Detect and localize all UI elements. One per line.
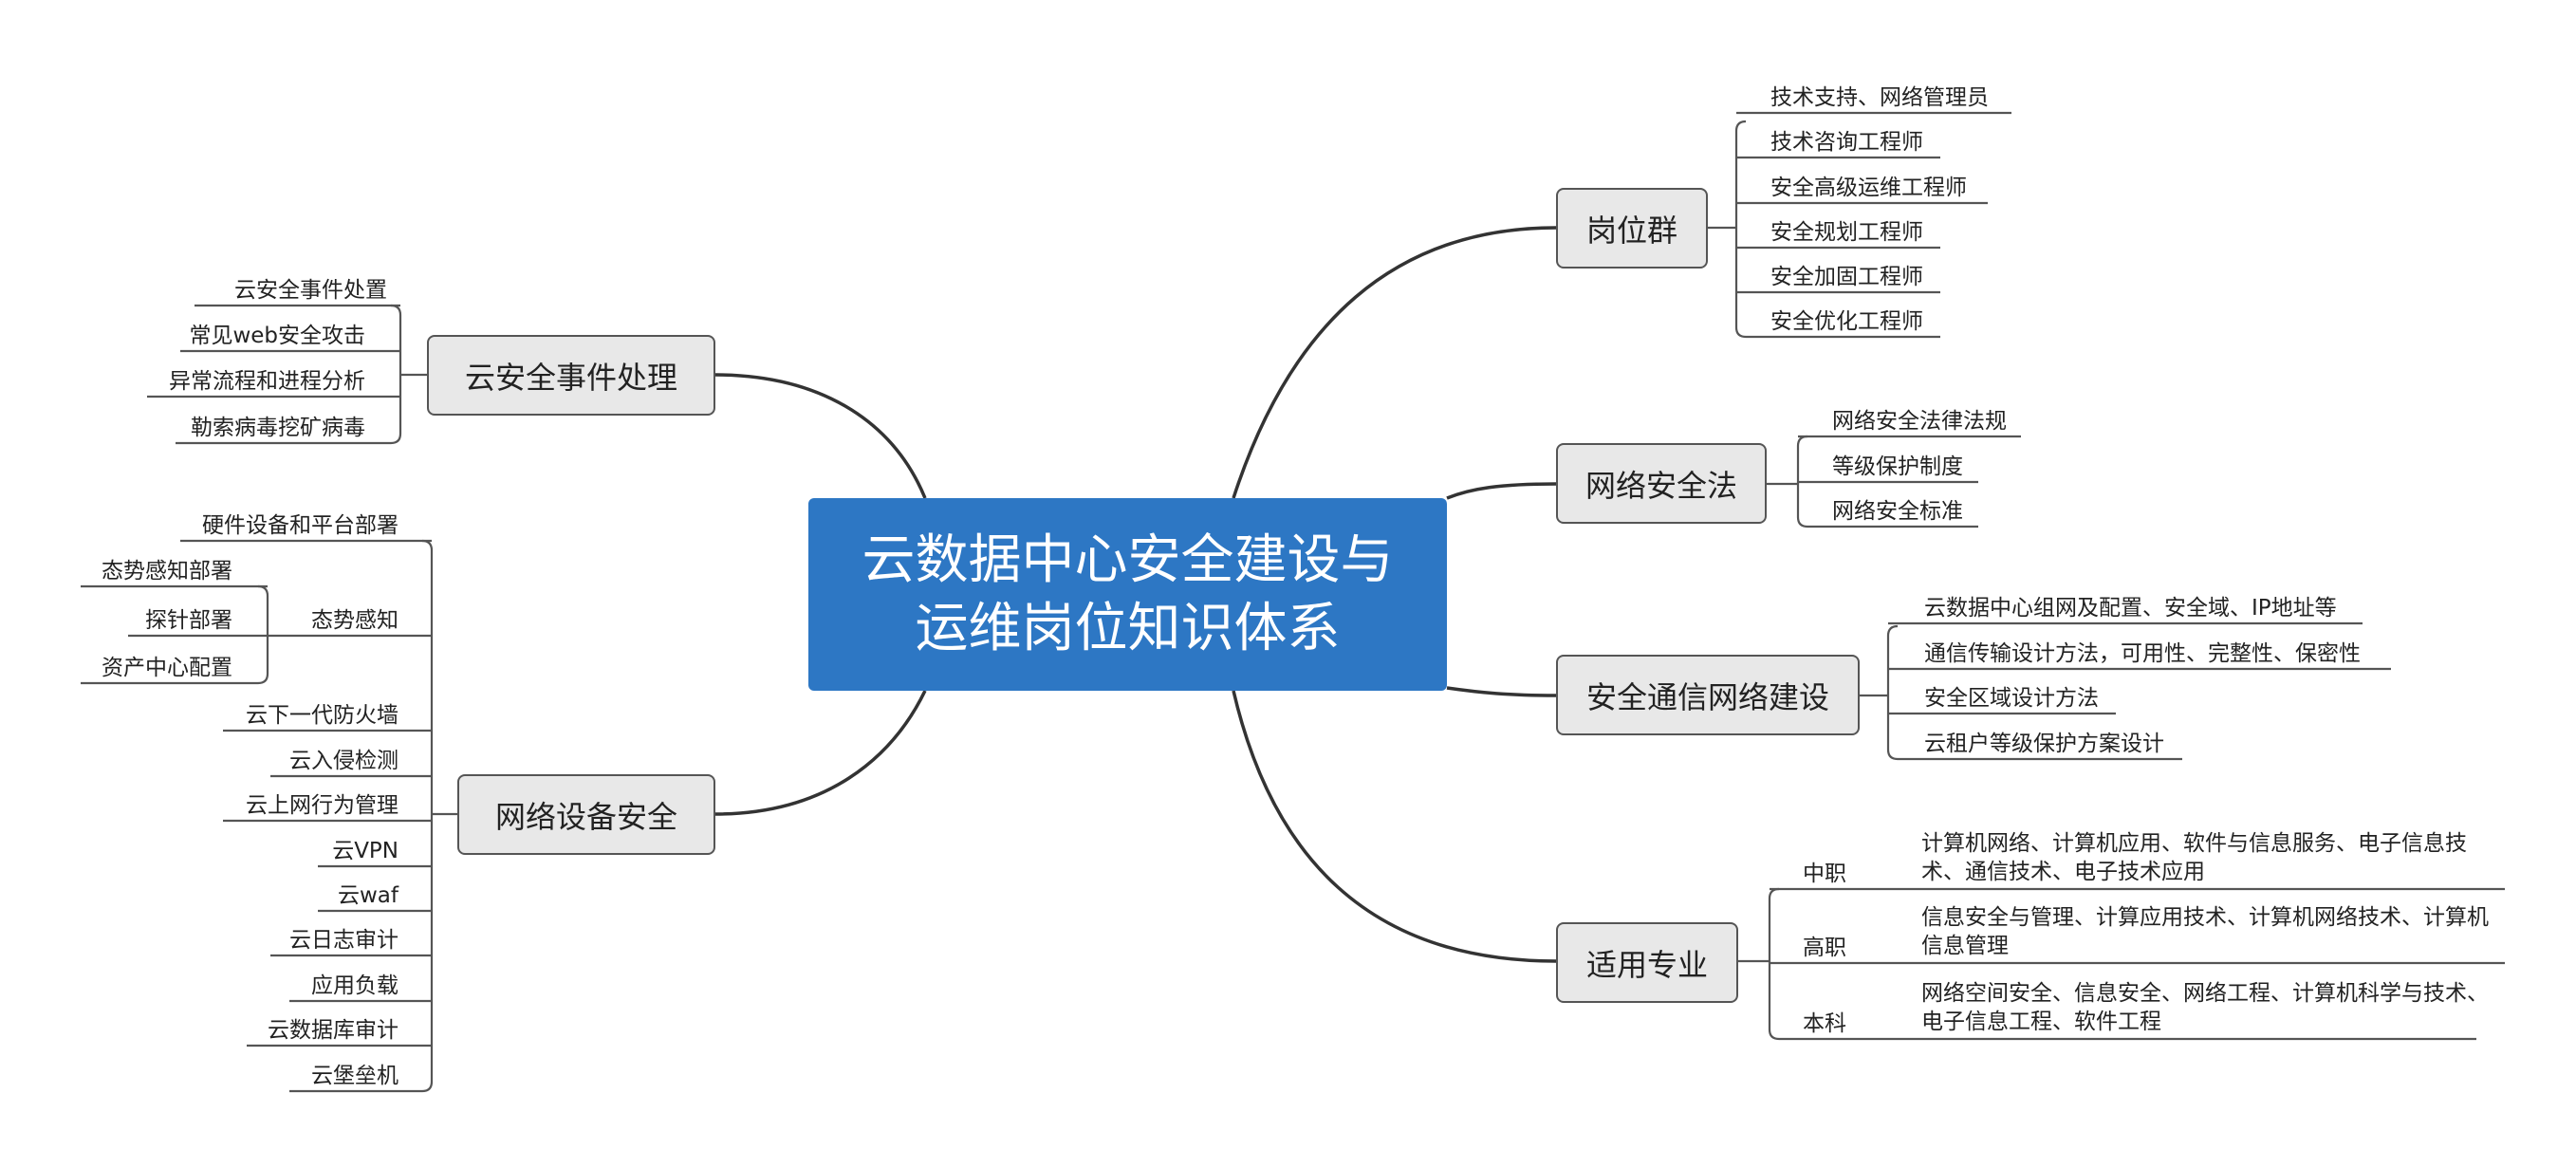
shebei-item[interactable]: 云数据库审计: [268, 1018, 398, 1043]
shebei-item[interactable]: 云waf: [337, 883, 398, 908]
gangwei-item[interactable]: 技术支持、网络管理员: [1770, 85, 1989, 110]
fa-item[interactable]: 等级保护制度: [1832, 454, 1963, 479]
connector-fa: [1446, 482, 1557, 500]
zhuanye-majors[interactable]: 信息安全与管理、计算应用技术、计算机网络技术、计算机信息管理: [1921, 905, 2489, 958]
shebei-item[interactable]: 云日志审计: [289, 928, 398, 953]
shebei-item[interactable]: 云堡垒机: [311, 1064, 398, 1088]
tongxin-item[interactable]: 云租户等级保护方案设计: [1924, 732, 2164, 756]
shebei-item[interactable]: 云上网行为管理: [246, 793, 398, 818]
connector-shijian: [714, 373, 927, 499]
connector-shebei: [714, 690, 927, 816]
root-topic[interactable]: 云数据中心安全建设与 运维岗位知识体系: [808, 498, 1447, 691]
gangwei-item[interactable]: 技术咨询工程师: [1770, 130, 1923, 155]
shebei-item[interactable]: 云VPN: [332, 839, 398, 863]
topic-gangwei[interactable]: 岗位群: [1556, 188, 1708, 269]
connector-tongxin: [1446, 686, 1557, 697]
tongxin-item[interactable]: 通信传输设计方法，可用性、完整性、保密性: [1924, 641, 2361, 666]
topic-fa[interactable]: 网络安全法: [1556, 443, 1767, 524]
shijian-item[interactable]: 云安全事件处置: [234, 278, 387, 303]
gangwei-item[interactable]: 安全规划工程师: [1770, 220, 1923, 245]
tongxin-item[interactable]: 安全区域设计方法: [1924, 686, 2099, 711]
zhuanye-majors[interactable]: 计算机网络、计算机应用、软件与信息服务、电子信息技术、通信技术、电子技术应用: [1921, 831, 2467, 884]
zhuanye-level[interactable]: 本科: [1803, 1011, 1846, 1036]
topic-shijian[interactable]: 云安全事件处理: [427, 335, 715, 416]
zhuanye-level[interactable]: 高职: [1803, 936, 1846, 960]
gangwei-item[interactable]: 安全优化工程师: [1770, 309, 1923, 334]
connector-zhuanye: [1232, 690, 1557, 963]
shebei-item[interactable]: 态势感知: [311, 608, 398, 633]
root-title-line2: 运维岗位知识体系: [915, 597, 1341, 659]
taishi-item[interactable]: 探针部署: [145, 608, 232, 633]
shijian-item[interactable]: 常见web安全攻击: [189, 324, 365, 348]
root-title-line1: 云数据中心安全建设与: [862, 528, 1394, 591]
zhuanye-level[interactable]: 中职: [1803, 862, 1846, 886]
taishi-item[interactable]: 态势感知部署: [102, 559, 232, 584]
gangwei-item[interactable]: 安全加固工程师: [1770, 265, 1923, 289]
fa-item[interactable]: 网络安全标准: [1832, 499, 1963, 524]
shebei-item[interactable]: 云下一代防火墙: [246, 703, 398, 728]
topic-tongxin[interactable]: 安全通信网络建设: [1556, 655, 1860, 735]
shijian-item[interactable]: 勒索病毒挖矿病毒: [191, 416, 365, 440]
zhuanye-majors[interactable]: 网络空间安全、信息安全、网络工程、计算机科学与技术、电子信息工程、软件工程: [1921, 981, 2489, 1034]
shebei-item[interactable]: 应用负载: [311, 973, 398, 998]
connector-gangwei: [1232, 226, 1557, 499]
topic-zhuanye[interactable]: 适用专业: [1556, 922, 1738, 1003]
tongxin-item[interactable]: 云数据中心组网及配置、安全域、IP地址等: [1924, 596, 2337, 621]
taishi-item[interactable]: 资产中心配置: [102, 656, 232, 680]
shebei-item[interactable]: 云入侵检测: [289, 749, 398, 773]
topic-shebei[interactable]: 网络设备安全: [457, 774, 715, 855]
gangwei-item[interactable]: 安全高级运维工程师: [1770, 176, 1967, 200]
shebei-item[interactable]: 硬件设备和平台部署: [202, 513, 398, 538]
shijian-item[interactable]: 异常流程和进程分析: [169, 369, 365, 394]
fa-item[interactable]: 网络安全法律法规: [1832, 409, 2007, 434]
